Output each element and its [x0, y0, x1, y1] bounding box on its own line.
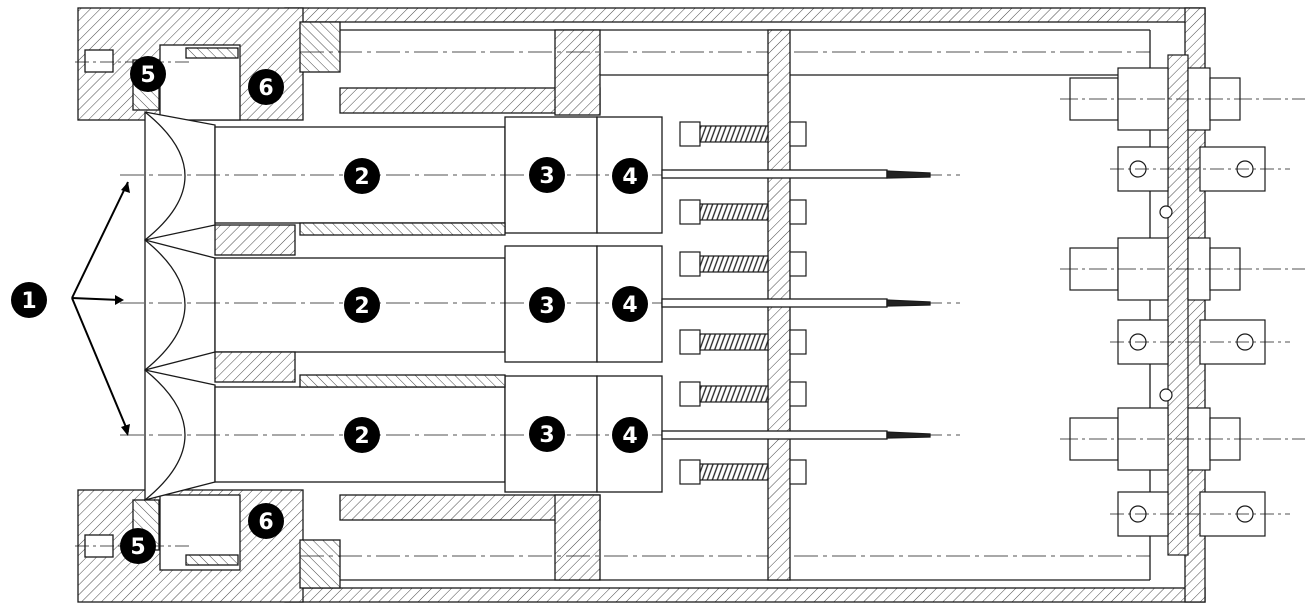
svg-text:1: 1	[21, 289, 36, 314]
carriage-plates	[299, 21, 1150, 589]
callout-block3-middle: 3	[529, 287, 565, 323]
svg-text:4: 4	[622, 293, 637, 318]
channel-middle	[120, 224, 960, 383]
spring-1	[679, 121, 807, 147]
svg-text:5: 5	[130, 535, 145, 560]
spring-6	[679, 459, 807, 485]
coupling-3	[1060, 407, 1305, 471]
callout-block3-upper: 3	[529, 157, 565, 193]
spring-assemblies	[679, 121, 807, 485]
svg-text:2: 2	[354, 424, 369, 449]
svg-text:4: 4	[622, 424, 637, 449]
svg-text:2: 2	[354, 165, 369, 190]
callout-ring6-bottom: 6	[248, 503, 284, 539]
spring-4	[679, 329, 807, 355]
callout-ring6-top: 6	[248, 69, 284, 105]
callout-block4-lower: 4	[612, 417, 648, 453]
svg-text:3: 3	[539, 423, 554, 448]
callout-ring5-top: 5	[130, 56, 166, 92]
callout-ring5-bottom: 5	[120, 528, 156, 564]
callout-inlet: 1	[11, 282, 47, 318]
connector-1	[1110, 146, 1290, 192]
coupling-1	[1060, 67, 1305, 131]
callout-block3-lower: 3	[529, 416, 565, 452]
svg-text:5: 5	[140, 63, 155, 88]
callout-tube-lower: 2	[344, 417, 380, 453]
callout-tube-middle: 2	[344, 287, 380, 323]
channel-upper	[120, 111, 960, 241]
connector-2	[1110, 319, 1290, 365]
spring-5	[679, 381, 807, 407]
svg-text:3: 3	[539, 294, 554, 319]
svg-text:2: 2	[354, 294, 369, 319]
connector-3	[1110, 491, 1290, 537]
svg-text:3: 3	[539, 164, 554, 189]
callout-block4-upper: 4	[612, 158, 648, 194]
inlet-arrows	[71, 181, 130, 436]
right-connectors	[1060, 54, 1305, 556]
svg-text:4: 4	[622, 165, 637, 190]
callout-block4-middle: 4	[612, 286, 648, 322]
svg-text:6: 6	[258, 510, 273, 535]
callout-tube-upper: 2	[344, 158, 380, 194]
spring-2	[679, 199, 807, 225]
channel-lower	[120, 369, 960, 501]
spring-3	[679, 251, 807, 277]
coupling-2	[1060, 237, 1305, 301]
svg-text:6: 6	[258, 76, 273, 101]
